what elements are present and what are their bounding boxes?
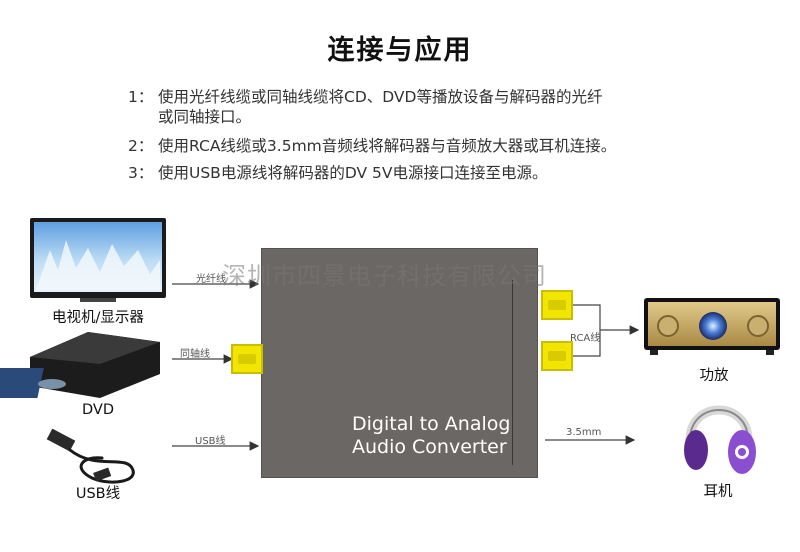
converter-device (261, 248, 538, 478)
step-number: 1： (128, 88, 154, 106)
device-divider (512, 280, 513, 465)
label-3-5mm: 3.5mm (566, 427, 602, 438)
company-watermark: 深圳市四景电子科技有限公司 (222, 262, 547, 290)
device-label-line2: Audio Converter (352, 436, 507, 458)
coaxial-input-jack (231, 344, 263, 374)
label-optical: 光纤线 (196, 274, 226, 285)
label-rca: RCA线 (570, 333, 601, 344)
step-1-cont: 或同轴接口。 (158, 108, 252, 126)
device-label-line1: Digital to Analog (352, 413, 511, 435)
step-text: 使用RCA线缆或3.5mm音频线将解码器与音频放大器或耳机连接。 (158, 137, 617, 155)
caption-tv: 电视机/显示器 (52, 310, 144, 326)
step-text: 使用USB电源线将解码器的DV 5V电源接口连接至电源。 (158, 164, 548, 182)
page-title: 连接与应用 (327, 35, 473, 66)
step-1: 1：使用光纤线缆或同轴线缆将CD、DVD等播放设备与解码器的光纤 (128, 86, 602, 108)
step-number: 3： (128, 164, 154, 182)
rca-output-jack-2 (541, 341, 573, 371)
step-number: 2： (128, 137, 154, 155)
label-coaxial: 同轴线 (180, 349, 210, 360)
headphones-icon (684, 405, 756, 474)
caption-usb: USB线 (75, 486, 121, 502)
rca-output-jack-1 (541, 290, 573, 320)
caption-headphones: 耳机 (703, 484, 733, 500)
step-2: 2：使用RCA线缆或3.5mm音频线将解码器与音频放大器或耳机连接。 (128, 135, 616, 157)
step-3: 3：使用USB电源线将解码器的DV 5V电源接口连接至电源。 (128, 162, 547, 184)
step-text: 使用光纤线缆或同轴线缆将CD、DVD等播放设备与解码器的光纤 (158, 88, 603, 106)
label-usb-cable: USB线 (195, 436, 226, 447)
usb-cable-icon (46, 428, 135, 484)
caption-amplifier: 功放 (699, 368, 729, 384)
dvd-player-icon (0, 332, 160, 398)
tv-icon (30, 218, 166, 302)
caption-dvd: DVD (82, 402, 114, 418)
amplifier-icon (644, 298, 780, 355)
